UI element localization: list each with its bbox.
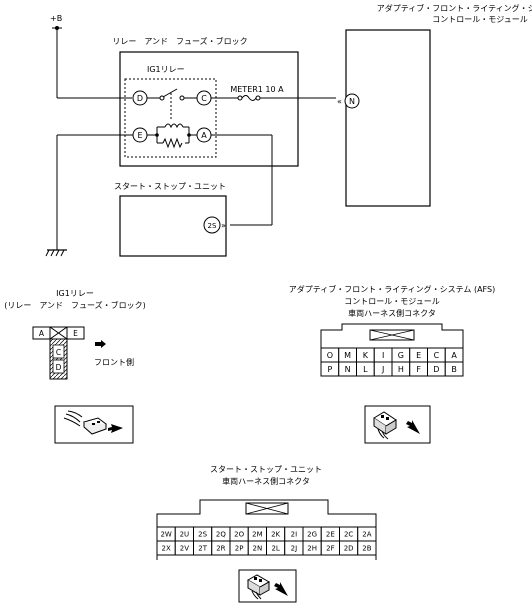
ssu-pin-label: 2A (362, 531, 371, 539)
ssu-pin-cell (357, 540, 377, 556)
ssu-pin-label: 2V (180, 545, 189, 553)
svg-text:D: D (56, 363, 62, 372)
afs-module-title-1: アダプティブ・フロント・ライティング・システム (AFS) (377, 3, 532, 13)
ssu-pin-label: 2I (291, 531, 298, 539)
svg-text:D: D (137, 94, 143, 103)
ssu-pin-label: 2L (271, 545, 279, 553)
afs-view-title-3: 車両ハーネス側コネクタ (348, 308, 436, 318)
relay-view-cell-d (52, 359, 65, 374)
relay-plug-illustration-icon (63, 410, 123, 435)
ssu-pin-label: 2Q (216, 531, 226, 539)
afs-pin-circle (344, 93, 360, 109)
ssu-pin-label: 2C (344, 531, 353, 539)
afs-pin-label: N (349, 97, 355, 106)
fuse-label: METER1 10 A (230, 85, 284, 94)
afs-illustration-frame (364, 405, 431, 444)
relay-inner-box (124, 78, 217, 158)
afs-pin-label: G (398, 351, 404, 360)
afs-connector-mark: « (337, 97, 342, 106)
ssu-pin-label: 2K (271, 531, 280, 539)
ssu-connector-grid: 2W 2U 2S 2Q 2O 2M 2K 2I 2G 2E 2C 2A 2X 2V 2T 2R 2P 2N 2L 2J… (156, 526, 377, 556)
ssu-pin-label: 2D (344, 545, 354, 553)
afs-pin-label: A (451, 351, 457, 360)
afs-pin-label: C (434, 351, 440, 360)
afs-pin-label: E (416, 351, 421, 360)
ssu-pin-label: 2F (326, 545, 334, 553)
afs-pin-label: I (382, 351, 384, 360)
power-supply-label: +B (50, 14, 62, 23)
svg-text:E: E (73, 329, 78, 338)
ssu-view-title-1: スタート・ストップ・ユニット (210, 465, 322, 474)
ssu-pin-label: 2S (198, 531, 207, 539)
front-arrow-icon (95, 340, 106, 348)
svg-text:C: C (56, 348, 61, 357)
relay-view-title-2: (リレー アンド フューズ・ブロック) (4, 300, 146, 310)
svg-text:A: A (39, 329, 45, 338)
ssu-pin-label: 2T (198, 545, 207, 553)
ssu-pin-circle (203, 216, 221, 234)
fuse-symbol (241, 95, 257, 101)
ssu-pin-label: 2E (326, 531, 335, 539)
ssu-connector-mark: » (221, 221, 226, 230)
ssu-box (119, 195, 227, 257)
svg-text:E: E (137, 131, 142, 140)
afs-pin-label: M (344, 351, 351, 360)
afs-pin-cell (444, 361, 464, 377)
afs-pin-label: L (363, 365, 368, 374)
ssu-pin-label: 2U (180, 531, 190, 539)
ssu-pin-label: 2N (253, 545, 263, 553)
ssu-pin-label: 2S (208, 222, 217, 230)
afs-view-title-2: コントロール・モジュール (344, 297, 439, 306)
afs-pin-label: N (345, 365, 351, 374)
front-side-label: フロント側 (94, 357, 134, 367)
relay-switch-arm (162, 88, 178, 98)
ssu-pin-label: 2X (162, 545, 171, 553)
ssu-pin-label: 2R (216, 545, 225, 553)
afs-module-title-2: コントロール・モジュール (432, 15, 527, 24)
afs-connector-grid: O M K I G E C A P N L J H F D B (320, 347, 464, 377)
afs-view-title-1: アダプティブ・フロント・ライティング・システム (AFS) (289, 284, 495, 294)
relay-block-title: リレー アンド フューズ・ブロック (112, 36, 247, 46)
afs-pin-label: J (381, 365, 384, 374)
afs-pin-label: H (398, 365, 404, 374)
relay-view-title-1: IG1リレー (56, 289, 94, 298)
afs-module-box (345, 29, 431, 207)
relay-view-cell-e (66, 326, 85, 340)
ssu-pin-label: 2W (160, 531, 171, 539)
ssu-pin-label: 2H (307, 545, 317, 553)
ssu-pin-label: 2G (307, 531, 317, 539)
afs-pin-label: D (433, 365, 439, 374)
afs-plug-illustration-icon (373, 411, 420, 440)
afs-pin-label: O (327, 351, 333, 360)
relay-block-box (119, 51, 299, 167)
afs-pin-label: K (363, 351, 369, 360)
afs-pin-label: P (327, 365, 332, 374)
ssu-title: スタート・ストップ・ユニット (114, 182, 226, 191)
ssu-pin-label: 2O (234, 531, 244, 539)
afs-connector-housing (320, 323, 464, 376)
svg-text:C: C (201, 94, 207, 103)
ssu-pin-label: 2B (362, 545, 371, 553)
ssu-pin-label: 2P (235, 545, 244, 553)
ssu-connector-housing (156, 499, 377, 560)
afs-pin-label: F (416, 365, 421, 374)
afs-pin-label: B (451, 365, 457, 374)
ssu-pin-label: 2M (252, 531, 263, 539)
relay-name-label: IG1リレー (147, 65, 185, 74)
relay-resistor (162, 137, 183, 149)
ssu-view-title-2: 車両ハーネス側コネクタ (222, 476, 310, 486)
relay-coil (164, 123, 184, 129)
relay-view-cell-c (52, 344, 65, 359)
svg-text:A: A (201, 131, 207, 140)
ssu-pin-label: 2J (291, 545, 298, 553)
ssu-plug-illustration-icon (246, 574, 288, 600)
